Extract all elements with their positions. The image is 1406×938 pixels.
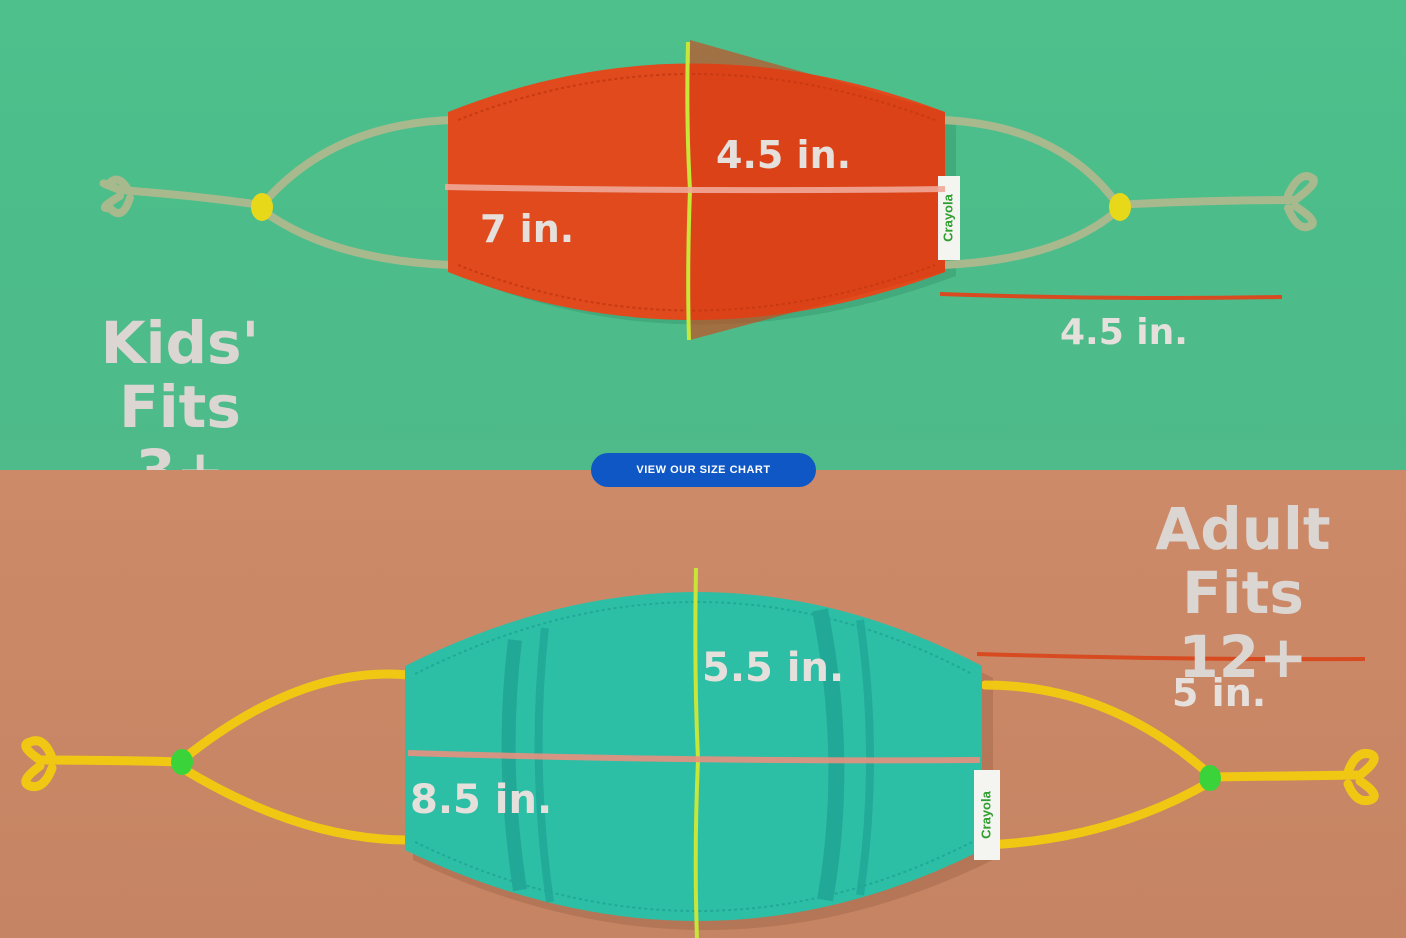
adult-width-label: 8.5 in. — [410, 777, 553, 823]
adult-mask-illustration: Crayola — [21, 567, 1379, 938]
kids-strap-line — [939, 292, 1283, 300]
adult-height-label: 5.5 in. — [702, 645, 845, 691]
adult-panel: Crayola 5.5 in. 8.5 in. 5 in. Adult Fits… — [0, 470, 1406, 938]
kids-fit-title: Kids' Fits 3+ — [30, 309, 330, 470]
kids-panel: Crayola 7 in. 4.5 in. 4.5 in. Kids' Fits… — [0, 0, 1406, 470]
adult-tag-text: Crayola — [978, 790, 993, 838]
adult-fit-title-line2: 12+ — [1178, 622, 1308, 691]
adult-width-line — [407, 750, 981, 764]
adult-right-strap — [980, 680, 1379, 850]
view-size-chart-button[interactable]: VIEW OUR SIZE CHART — [591, 453, 816, 487]
adult-strap-label: 5 in. — [1172, 671, 1267, 715]
kids-tag — [938, 176, 960, 260]
kids-width-label: 7 in. — [480, 207, 575, 251]
adult-left-strap — [21, 669, 413, 845]
kids-left-strap — [99, 116, 454, 269]
kids-fit-title-line2: 3+ — [30, 439, 330, 470]
kids-left-bead — [251, 193, 273, 221]
kids-right-bead — [1109, 193, 1131, 221]
kids-tag-text: Crayola — [940, 193, 955, 241]
adult-tag — [974, 770, 1000, 860]
adult-right-bead — [1199, 765, 1221, 791]
adult-fit-title-line1: Adult Fits — [1155, 495, 1331, 627]
adult-fit-title: Adult Fits 12+ — [1088, 495, 1398, 691]
adult-left-bead — [171, 749, 193, 775]
kids-right-strap — [938, 116, 1318, 269]
kids-mask-illustration: Crayola — [99, 40, 1318, 341]
adult-strap-line — [976, 652, 1366, 662]
kids-height-label: 4.5 in. — [716, 133, 852, 177]
kids-strap-label: 4.5 in. — [1060, 312, 1188, 353]
kids-width-line — [444, 184, 946, 194]
kids-fit-title-line1: Kids' Fits — [100, 309, 260, 441]
